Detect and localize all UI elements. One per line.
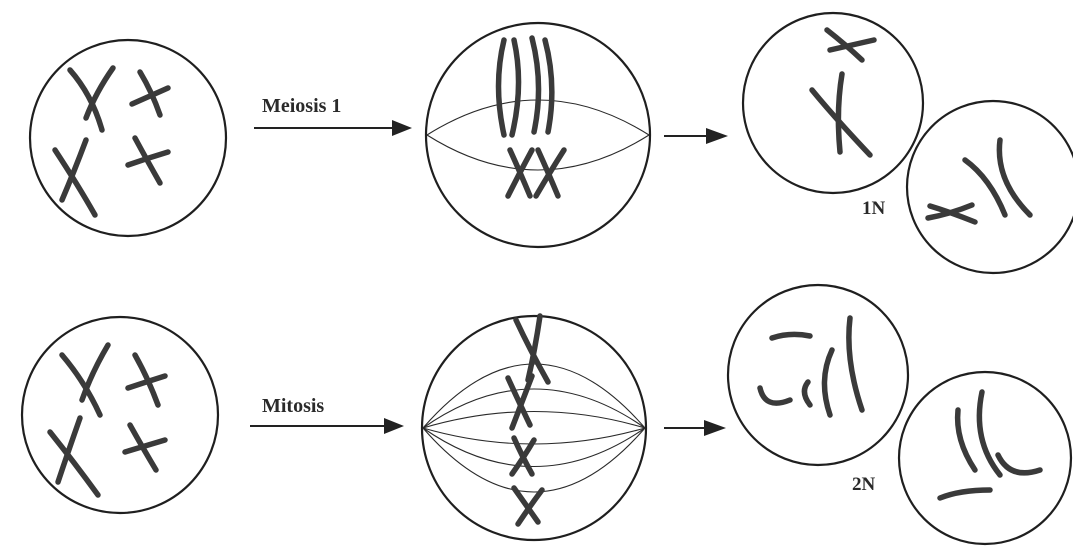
cell-membrane xyxy=(420,314,648,542)
chromosome-pair xyxy=(495,37,522,138)
spindle-fiber xyxy=(422,427,646,468)
meiosis-label: Meiosis 1 xyxy=(262,95,341,117)
spindle-fiber xyxy=(422,427,646,493)
meiosis-metaphase-cell xyxy=(424,21,652,249)
chromosome-pair xyxy=(47,415,101,498)
mitosis-daughter-cell-1 xyxy=(726,283,910,467)
chromosome-pair xyxy=(925,202,978,225)
spindle-fiber xyxy=(426,134,650,171)
chromosome-pair xyxy=(52,137,98,218)
chromosome-pair xyxy=(509,435,537,477)
chromosome xyxy=(976,389,1003,478)
meiosis-parent-cell xyxy=(28,38,228,238)
chromosome-pair xyxy=(513,313,551,385)
spindle-fiber xyxy=(422,363,646,429)
mitosis-row: Mitosis xyxy=(20,283,1073,546)
chromosome-pair xyxy=(529,35,555,135)
cell-membrane xyxy=(424,21,652,249)
chromosome-pair xyxy=(59,342,111,418)
chromosome-pair xyxy=(505,147,535,199)
meiosis-daughter-cell-2 xyxy=(905,99,1073,275)
chromosome-pair xyxy=(125,352,168,408)
meiosis-arrow: Meiosis 1 xyxy=(254,95,412,136)
cell-membrane xyxy=(726,283,910,467)
mitosis-label: Mitosis xyxy=(262,395,324,417)
mitosis-arrow: Mitosis xyxy=(250,395,404,434)
cell-membrane xyxy=(905,99,1073,275)
chromosome xyxy=(846,315,865,413)
chromosome xyxy=(769,331,813,341)
meiosis-ploidy-label: 1N xyxy=(862,198,886,219)
mitosis-daughter-cell-2 xyxy=(897,370,1073,546)
cell-membrane xyxy=(897,370,1073,546)
chromosome xyxy=(757,385,793,406)
chromosome-pair xyxy=(505,373,535,431)
cell-membrane xyxy=(28,38,228,238)
chromosome-pair xyxy=(533,147,567,199)
mitosis-metaphase-cell xyxy=(420,313,648,542)
mitosis-arrow-2 xyxy=(664,420,726,436)
chromosome-pair xyxy=(962,137,1033,218)
chromosome xyxy=(954,407,978,473)
cell-membrane xyxy=(20,315,220,515)
chromosome xyxy=(821,347,835,418)
mitosis-ploidy-label: 2N xyxy=(852,474,876,495)
chromosome-pair xyxy=(67,65,116,133)
meiosis-daughter-cell-1 xyxy=(741,11,925,195)
chromosome-pair xyxy=(125,135,171,186)
chromosome xyxy=(995,452,1043,476)
spindle-fiber xyxy=(422,410,646,429)
chromosome xyxy=(937,487,993,501)
mitosis-parent-cell xyxy=(20,315,220,515)
chromosome-pair xyxy=(511,485,545,527)
chromosome xyxy=(801,379,813,408)
spindle-fiber xyxy=(422,388,646,429)
meiosis-row: Meiosis 1 xyxy=(28,11,1073,275)
cell-membrane xyxy=(741,11,925,195)
meiosis-arrow-2 xyxy=(664,128,728,144)
chromosome-pair xyxy=(122,422,168,473)
chromosome-pair xyxy=(809,71,873,158)
chromosome-pair xyxy=(129,69,171,118)
chromosome-pair xyxy=(824,27,877,63)
